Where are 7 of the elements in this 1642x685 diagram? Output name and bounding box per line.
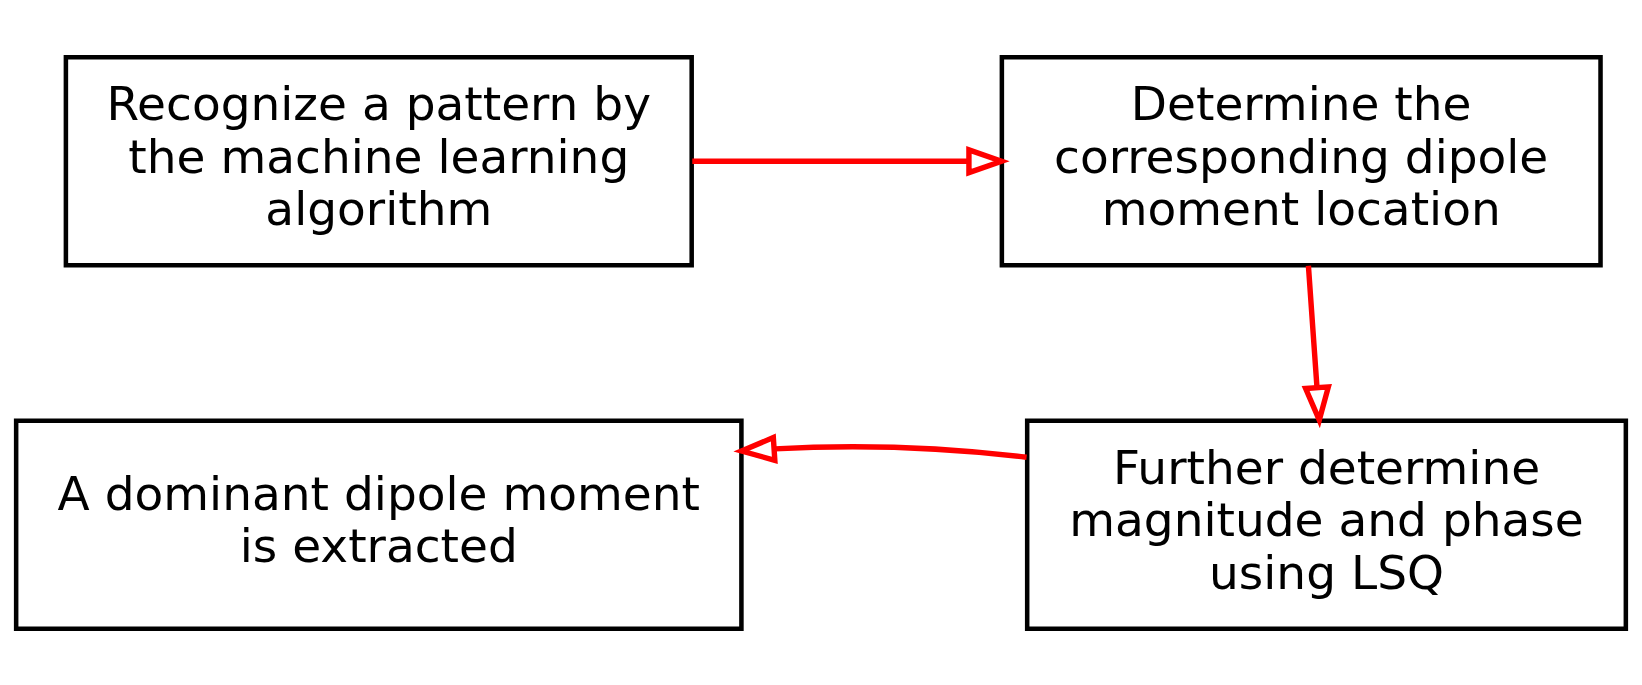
node-box: Recognize a pattern by the machine learning algorithm: [63, 54, 694, 267]
node-box: Determine the corresponding dipole moment location: [999, 54, 1603, 267]
node-box: Further determine magnitude and phase using LSQ: [1024, 418, 1629, 631]
arrow: [1301, 265, 1332, 428]
node-box: A dominant dipole moment is extracted: [13, 418, 744, 631]
arrow: [692, 145, 1010, 176]
arrow: [733, 433, 1027, 464]
